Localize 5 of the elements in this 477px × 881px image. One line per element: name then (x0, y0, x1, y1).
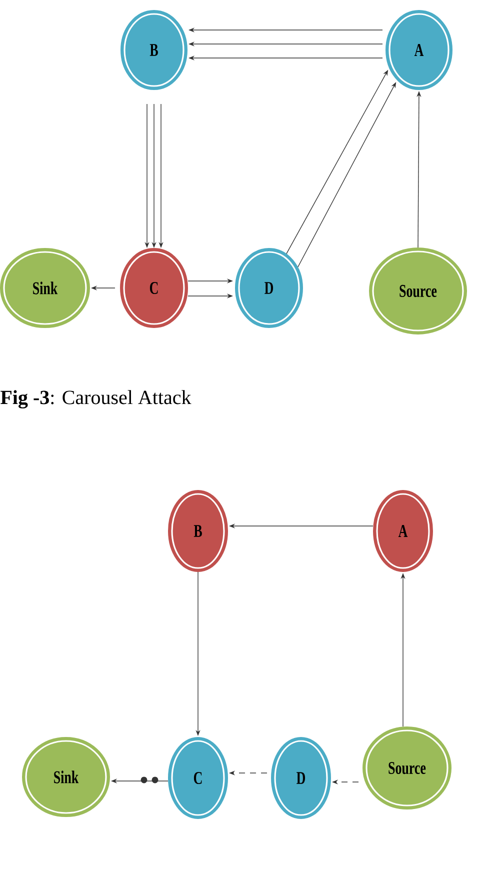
node-oval: Sink (0, 248, 90, 328)
node-oval: Sink (22, 737, 110, 817)
caption: Fig -3: Carousel Attack (0, 390, 192, 408)
node-oval: Source (369, 248, 467, 334)
node-oval: Source (362, 726, 452, 810)
